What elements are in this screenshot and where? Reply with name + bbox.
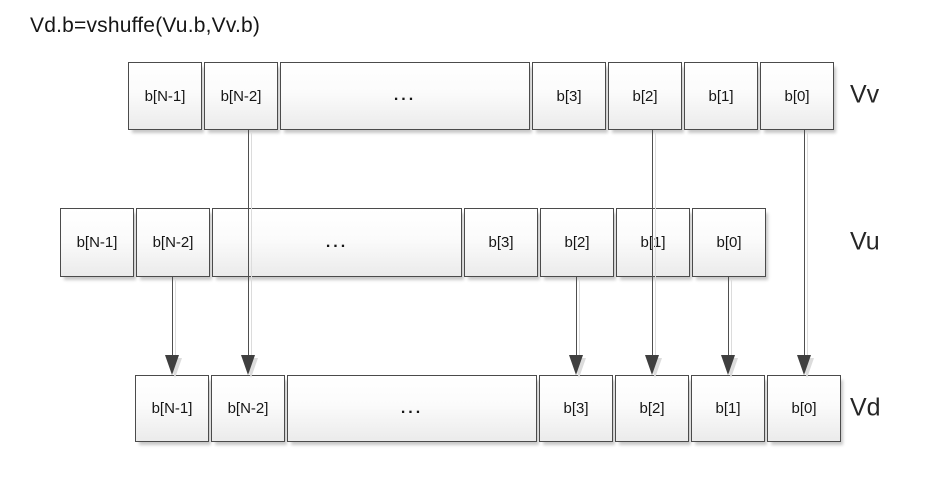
cell-vd-0: b[N-1]: [135, 375, 209, 442]
cell-vu-1: b[N-2]: [136, 208, 210, 277]
arrow-head-icon: [721, 355, 735, 375]
cell-vu-5: b[1]: [616, 208, 690, 277]
arrow-line: [651, 130, 653, 371]
cell-vu-6: b[0]: [692, 208, 766, 277]
register-row-vv: b[N-1]b[N-2]...b[3]b[2]b[1]b[0]: [128, 62, 834, 130]
register-label-vv: Vv: [850, 80, 880, 109]
register-row-vd: b[N-1]b[N-2]...b[3]b[2]b[1]b[0]: [135, 375, 841, 442]
cell-vd-4: b[2]: [615, 375, 689, 442]
cell-vv-5: b[1]: [684, 62, 758, 130]
cell-vv-6: b[0]: [760, 62, 834, 130]
arrow-head-icon: [241, 355, 255, 375]
arrow-line: [171, 277, 173, 371]
register-row-vu: b[N-1]b[N-2]...b[3]b[2]b[1]b[0]: [60, 208, 766, 277]
cell-vv-3: b[3]: [532, 62, 606, 130]
arrow-line: [803, 130, 805, 371]
cell-vu-4: b[2]: [540, 208, 614, 277]
cell-vd-6: b[0]: [767, 375, 841, 442]
cell-vd-1: b[N-2]: [211, 375, 285, 442]
cell-vu-2: ...: [212, 208, 462, 277]
cell-vd-2: ...: [287, 375, 537, 442]
cell-vv-4: b[2]: [608, 62, 682, 130]
arrow-head-icon: [645, 355, 659, 375]
arrow-head-icon: [165, 355, 179, 375]
arrow-line: [247, 130, 249, 371]
diagram-title: Vd.b=vshuffe(Vu.b,Vv.b): [30, 14, 261, 37]
cell-vv-1: b[N-2]: [204, 62, 278, 130]
cell-vd-3: b[3]: [539, 375, 613, 442]
arrow-head-icon: [569, 355, 583, 375]
cell-vu-3: b[3]: [464, 208, 538, 277]
register-label-vd: Vd: [850, 392, 881, 421]
arrow-line: [575, 277, 577, 371]
cell-vv-0: b[N-1]: [128, 62, 202, 130]
cell-vv-2: ...: [280, 62, 530, 130]
cell-vu-0: b[N-1]: [60, 208, 134, 277]
arrow-head-icon: [797, 355, 811, 375]
arrow-line: [727, 277, 729, 371]
cell-vd-5: b[1]: [691, 375, 765, 442]
register-label-vu: Vu: [850, 226, 880, 255]
